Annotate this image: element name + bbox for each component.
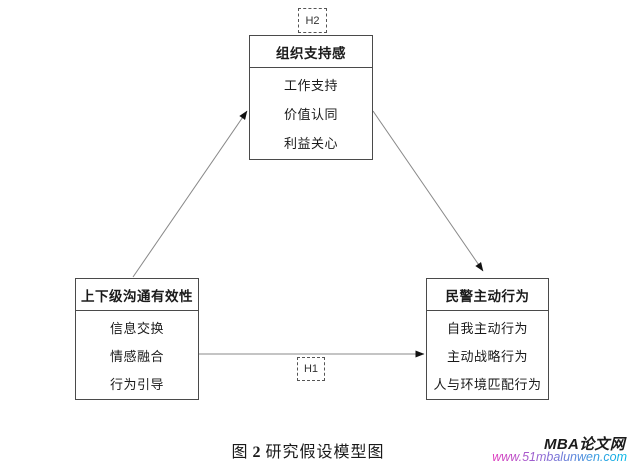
- box-item: 主动战略行为: [446, 348, 528, 364]
- proactive-behavior-title: 民警主动行为: [427, 279, 548, 311]
- hypothesis-h2-label: H2: [298, 8, 327, 33]
- organizational-support-items: 工作支持 价值认同 利益关心: [250, 68, 372, 159]
- box-item: 人与环境匹配行为: [433, 376, 542, 392]
- arrow-communication-to-support: [132, 110, 248, 278]
- hypothesis-h2-text: H2: [305, 14, 320, 27]
- box-item: 价值认同: [283, 107, 338, 122]
- communication-effectiveness-box: 上下级沟通有效性 信息交换 情感融合 行为引导: [75, 278, 199, 400]
- hypothesis-h1-text: H1: [303, 363, 319, 375]
- figure-caption-number: 2: [252, 444, 262, 461]
- watermark-site-name: MBA论文网: [544, 436, 625, 453]
- box-item: 利益关心: [283, 136, 338, 151]
- proactive-behavior-items: 自我主动行为 主动战略行为 人与环境匹配行为: [427, 311, 548, 399]
- proactive-behavior-box: 民警主动行为 自我主动行为 主动战略行为 人与环境匹配行为: [426, 278, 549, 400]
- box-item: 行为引导: [109, 376, 164, 392]
- communication-effectiveness-items: 信息交换 情感融合 行为引导: [76, 311, 198, 399]
- box-item: 自我主动行为: [446, 320, 528, 336]
- hypothesis-h1-label: H1: [297, 357, 325, 381]
- arrow-support-to-behavior: [372, 110, 484, 272]
- figure-caption-label: 图: [231, 444, 249, 461]
- watermark-url: www.51mbalunwen.com: [492, 450, 627, 464]
- box-item: 情感融合: [109, 348, 164, 364]
- organizational-support-box: 组织支持感 工作支持 价值认同 利益关心: [249, 35, 373, 160]
- figure-caption-title: 研究假设模型图: [265, 444, 385, 461]
- box-item: 信息交换: [109, 320, 164, 336]
- organizational-support-title: 组织支持感: [250, 36, 372, 68]
- box-item: 工作支持: [283, 78, 338, 93]
- communication-effectiveness-title: 上下级沟通有效性: [76, 279, 198, 311]
